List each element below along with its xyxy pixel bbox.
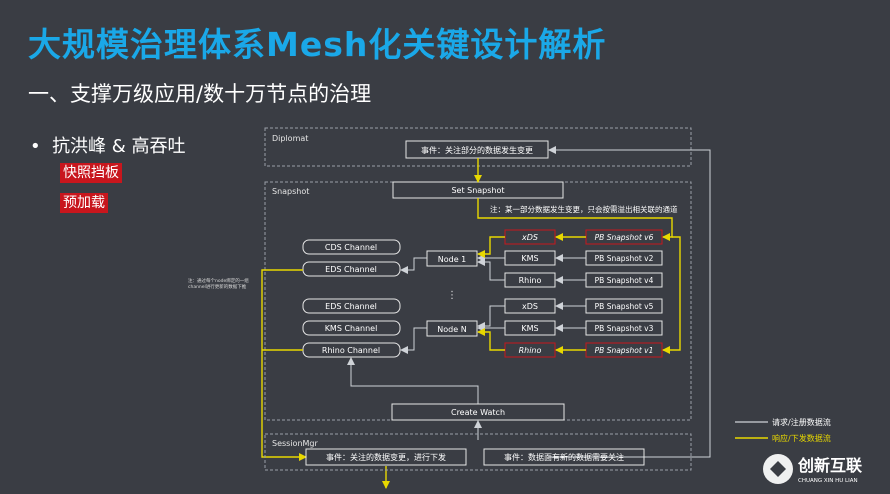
- channel-box: [302, 320, 401, 336]
- resource-label: Rhino: [519, 346, 542, 355]
- tag-preload: 预加载: [60, 193, 108, 213]
- channel-box: [302, 298, 401, 314]
- channel-label: EDS Channel: [325, 265, 377, 274]
- create-watch-box: [391, 403, 565, 421]
- slide-title: 大规模治理体系Mesh化关键设计解析: [28, 25, 607, 64]
- yellow-flow-lines: [261, 158, 681, 489]
- channel-label: CDS Channel: [325, 243, 377, 252]
- pb-snapshot-label: PB Snapshot v6: [595, 233, 654, 242]
- brand-sub: CHUANG XIN HU LIAN: [798, 478, 858, 484]
- pb-snapshot-label: PB Snapshot v3: [595, 324, 654, 333]
- note-left-line2: channel进行更新的数据下推: [188, 283, 247, 290]
- session-event-box-1: [305, 448, 467, 466]
- resource-label: xDS: [521, 233, 538, 242]
- slide-subtitle: 一、支撑万级应用/数十万节点的治理: [28, 82, 372, 106]
- session-event-text-1: 事件：关注的数据变更，进行下发: [326, 452, 446, 462]
- set-snapshot-text: Set Snapshot: [451, 186, 504, 195]
- bullet-dot: •: [30, 136, 53, 157]
- brand-watermark: 创新互联 CHUANG XIN HU LIAN: [760, 448, 885, 490]
- brand-name: 创新互联: [797, 456, 862, 475]
- channel-label: EDS Channel: [325, 302, 377, 311]
- resource-label: Rhino: [519, 276, 542, 285]
- resource-label: KMS: [521, 324, 538, 333]
- bullet-text: 抗洪峰 & 高吞吐: [52, 136, 186, 157]
- legend-text-request: 请求/注册数据流: [772, 417, 831, 427]
- pb-snapshot-label: PB Snapshot v1: [595, 346, 654, 355]
- channel-label: KMS Channel: [325, 324, 378, 333]
- sessionmgr-container: [264, 433, 692, 471]
- channel-label: Rhino Channel: [322, 346, 380, 355]
- brand-logo-mark: [770, 461, 786, 477]
- resource-label: xDS: [522, 302, 538, 311]
- diplomat-label: Diplomat: [272, 134, 308, 143]
- bullet-item: • 抗洪峰 & 高吞吐: [30, 132, 186, 158]
- ellipsis: ⋮: [447, 290, 457, 301]
- tag-snapshot-baffle: 快照挡板: [60, 163, 122, 183]
- resource-label: KMS: [521, 254, 538, 263]
- pb-snapshot-label: PB Snapshot v2: [595, 254, 654, 263]
- diplomat-event-text: 事件：关注部分的数据发生变更: [421, 145, 533, 155]
- connector-lines: [347, 146, 711, 458]
- session-event-text-2: 事件：数据面有新的数据需要关注: [504, 452, 624, 462]
- pb-snapshot-label: PB Snapshot v5: [595, 302, 654, 311]
- legend-text-response: 响应/下发数据流: [772, 433, 831, 443]
- channel-box: [302, 239, 401, 255]
- note-top: 注：某一部分数据发生变更，只会按需溢出相关联的通道: [490, 204, 678, 214]
- node1-label: Node 1: [438, 255, 467, 264]
- pb-snapshot-label: PB Snapshot v4: [595, 276, 654, 285]
- sessionmgr-label: SessionMgr: [272, 439, 319, 448]
- nodeN-label: Node N: [437, 325, 466, 334]
- note-left-line1: 注：通过每个node绑定的一组: [188, 277, 249, 284]
- create-watch-text: Create Watch: [451, 408, 505, 417]
- snapshot-label: Snapshot: [272, 187, 309, 196]
- session-event-box-2: [483, 448, 645, 466]
